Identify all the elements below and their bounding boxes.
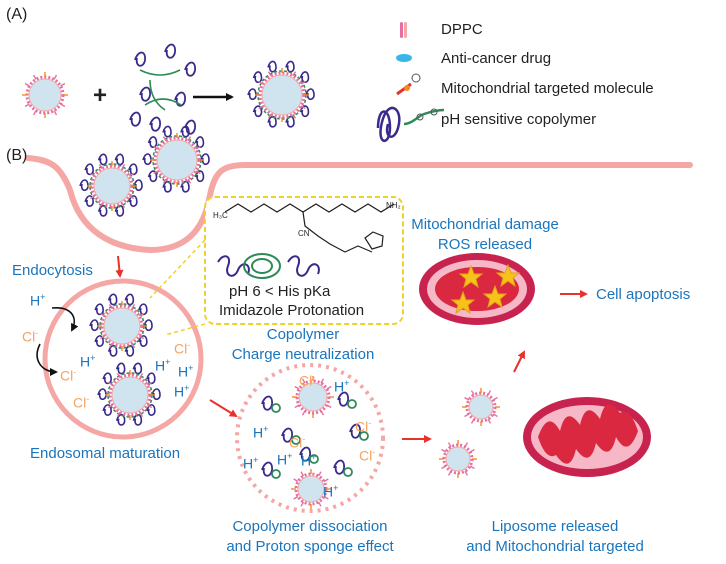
cl-ion-diss-4: Cl- xyxy=(359,447,376,464)
h-ion-diss-3: H+ xyxy=(243,455,259,472)
caption-dissociation: Copolymer dissociation and Proton sponge… xyxy=(226,518,394,555)
legend-drug: Anti-cancer drug xyxy=(441,50,552,67)
liposome-entering-2 xyxy=(142,125,210,193)
arrow-endocytosis xyxy=(115,255,124,278)
cl-ion-endo-3: Cl- xyxy=(73,394,90,411)
endosome xyxy=(42,278,204,440)
h-ion-endo-2: H+ xyxy=(155,357,171,374)
caption-released: Liposome released and Mitochondrial targ… xyxy=(466,518,644,555)
chem-label-nh2: NH₂ xyxy=(386,201,401,210)
inset-line1: pH 6 < His pKa xyxy=(229,283,331,300)
dissociation-vesicle xyxy=(235,363,385,513)
dissociated-copolymers xyxy=(261,391,369,479)
h-ion-diss-5: H+ xyxy=(301,452,317,469)
ros-stars xyxy=(450,263,521,315)
arrow-to-damage xyxy=(513,350,525,373)
cl-ion-diss-1: Cl- xyxy=(299,372,316,389)
mitochondrion-target xyxy=(523,397,651,477)
caption-mito-damage: Mitochondrial damage ROS released xyxy=(411,216,559,253)
liposome-endosome-2 xyxy=(97,362,161,426)
h-ion-diss-4: H+ xyxy=(277,451,293,468)
inset-connector-1 xyxy=(149,239,206,299)
h-ion-diss-6: H+ xyxy=(323,483,339,500)
h-ion-diss-1: H+ xyxy=(334,378,350,395)
liposome-bare xyxy=(22,72,68,118)
cl-ion-diss-2: Cl- xyxy=(289,434,306,451)
panel-a-label: (A) xyxy=(6,6,28,23)
h-ion-diss-2: H+ xyxy=(253,424,269,441)
inset-box xyxy=(204,196,404,325)
inset-line2: Imidazole Protonation xyxy=(219,302,365,319)
copolymer-icon xyxy=(376,106,445,142)
liposome-coated-a xyxy=(247,60,315,128)
liposome-released-2 xyxy=(462,388,500,426)
chem-label-ch3: H₃C xyxy=(213,211,228,220)
h-ion-outside: H+ xyxy=(30,292,46,309)
mitochondrion-damaged xyxy=(419,253,535,325)
liposome-endosome-1 xyxy=(89,293,153,357)
copolymer-cluster xyxy=(129,43,196,135)
drug-icon xyxy=(396,54,412,62)
liposome-released-1 xyxy=(439,440,477,478)
liposome-diss-2 xyxy=(291,469,331,509)
arrow-cl-entry xyxy=(36,343,58,376)
legend-copolymer: pH sensitive copolymer xyxy=(441,111,597,128)
h-ion-endo-1: H+ xyxy=(80,353,96,370)
legend-mito: Mitochondrial targeted molecule xyxy=(441,80,654,97)
caption-endosomal-maturation: Endosomal maturation xyxy=(30,445,181,462)
liposome-entering-1 xyxy=(79,153,143,217)
cl-ion-outside: Cl- xyxy=(22,328,39,345)
inset-copolymer-icon xyxy=(217,253,320,279)
legend-dppc: DPPC xyxy=(441,21,483,38)
arrow-to-dissociation xyxy=(209,399,238,418)
liposome-diss-1 xyxy=(292,376,334,418)
mito-molecule-icon xyxy=(396,73,421,96)
h-ion-endo-3: H+ xyxy=(178,363,194,380)
dppc-icon xyxy=(400,22,407,38)
caption-endocytosis: Endocytosis xyxy=(12,262,93,279)
cell-membrane xyxy=(25,155,693,254)
chem-label-cn: CN xyxy=(298,229,310,238)
chemical-structure xyxy=(224,203,395,253)
cl-ion-endo-2: Cl- xyxy=(174,340,191,357)
panel-b-label: (B) xyxy=(6,147,28,164)
cl-ion-diss-3: Cl- xyxy=(355,418,372,435)
cl-ion-endo-1: Cl- xyxy=(60,367,77,384)
arrow-h-entry xyxy=(51,307,79,332)
caption-apoptosis: Cell apoptosis xyxy=(596,286,691,303)
plus-sign: + xyxy=(93,82,108,109)
caption-charge-neutralization: Copolymer Charge neutralization xyxy=(231,326,375,363)
h-ion-endo-4: H+ xyxy=(174,383,190,400)
